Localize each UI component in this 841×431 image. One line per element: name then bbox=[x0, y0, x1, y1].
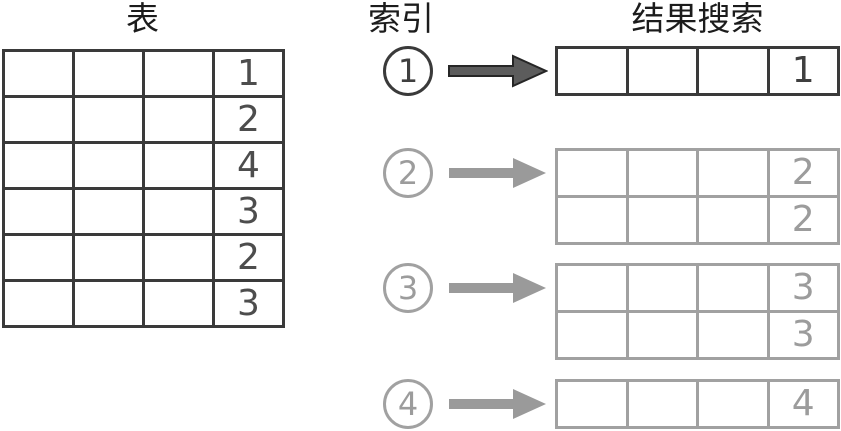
source-cell bbox=[145, 282, 212, 325]
result-cell bbox=[628, 266, 696, 310]
index-column-title: 索引 bbox=[368, 2, 434, 38]
source-cell bbox=[75, 282, 142, 325]
source-cell bbox=[145, 190, 212, 233]
result-cell bbox=[699, 382, 767, 426]
result-cell bbox=[558, 313, 626, 357]
result-cell bbox=[699, 151, 767, 195]
result-cell bbox=[558, 49, 626, 93]
source-cell bbox=[145, 236, 212, 279]
result-cell-value: 1 bbox=[769, 49, 837, 93]
source-cell bbox=[5, 52, 72, 95]
source-cell-value: 1 bbox=[215, 52, 282, 95]
result-table-4: 4 bbox=[555, 379, 840, 429]
result-table-1: 1 bbox=[555, 46, 840, 96]
result-cell bbox=[699, 49, 767, 93]
result-cell bbox=[628, 198, 696, 242]
source-cell-value: 2 bbox=[215, 98, 282, 141]
result-cell bbox=[628, 382, 696, 426]
source-cell bbox=[145, 98, 212, 141]
result-cell bbox=[628, 49, 696, 93]
result-cell bbox=[699, 198, 767, 242]
source-table-title: 表 bbox=[126, 2, 159, 38]
results-column-title: 结果搜索 bbox=[631, 2, 764, 38]
source-cell bbox=[5, 98, 72, 141]
source-cell bbox=[75, 52, 142, 95]
source-cell bbox=[5, 144, 72, 187]
source-cell-value: 2 bbox=[215, 236, 282, 279]
source-cell bbox=[145, 144, 212, 187]
result-cell bbox=[628, 151, 696, 195]
source-cell bbox=[75, 236, 142, 279]
result-cell bbox=[699, 313, 767, 357]
source-cell bbox=[5, 282, 72, 325]
source-cell-value: 4 bbox=[215, 144, 282, 187]
source-cell bbox=[75, 144, 142, 187]
arrow-right-icon bbox=[449, 158, 546, 188]
result-cell bbox=[558, 266, 626, 310]
arrow-right-icon bbox=[449, 273, 546, 303]
result-cell-value: 3 bbox=[769, 266, 837, 310]
result-cell bbox=[699, 266, 767, 310]
result-cell-value: 3 bbox=[769, 313, 837, 357]
result-cell bbox=[558, 382, 626, 426]
source-cell bbox=[75, 190, 142, 233]
result-cell bbox=[628, 313, 696, 357]
arrow-right-icon bbox=[449, 389, 546, 419]
source-cell-value: 3 bbox=[215, 190, 282, 233]
source-cell bbox=[5, 190, 72, 233]
index-badge: 3 bbox=[383, 263, 433, 313]
source-cell-value: 3 bbox=[215, 282, 282, 325]
source-cell bbox=[145, 52, 212, 95]
source-cell bbox=[5, 236, 72, 279]
result-cell bbox=[558, 198, 626, 242]
index-badge: 2 bbox=[383, 148, 433, 198]
result-cell-value: 2 bbox=[769, 151, 837, 195]
result-cell bbox=[558, 151, 626, 195]
arrow-right-icon bbox=[448, 54, 548, 88]
result-cell-value: 4 bbox=[769, 382, 837, 426]
index-badge: 4 bbox=[383, 379, 433, 429]
source-cell bbox=[75, 98, 142, 141]
result-cell-value: 2 bbox=[769, 198, 837, 242]
index-badge: 1 bbox=[383, 46, 433, 96]
